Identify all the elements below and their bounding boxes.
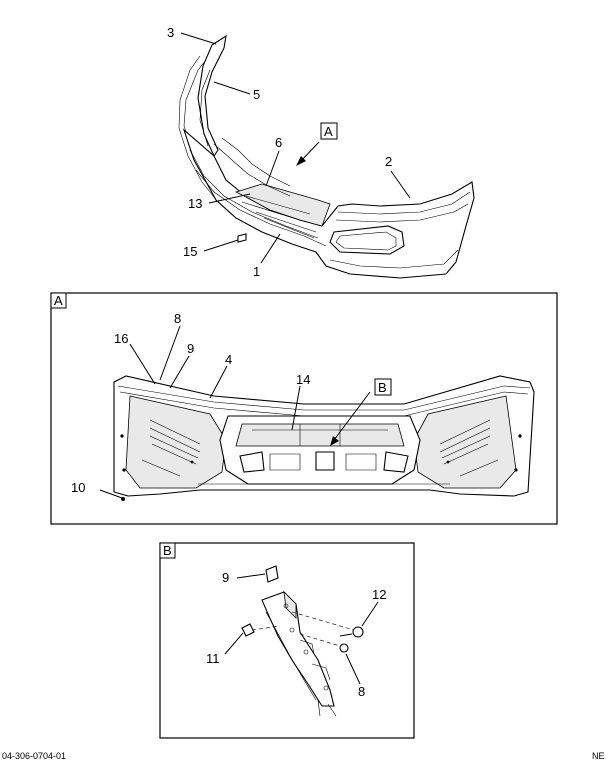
drawing-number: 04-306-0704-01: [2, 751, 66, 761]
callout-10: 10: [71, 480, 85, 495]
detail-b-tag: [159, 542, 176, 559]
callout-6: 6: [275, 135, 282, 150]
view-b-tag: [374, 378, 392, 396]
detail-a-leaders: [99, 325, 371, 499]
callout-8-a: 8: [174, 311, 181, 326]
callout-9-a: 9: [187, 341, 194, 356]
detail-a-tag-label: A: [54, 293, 63, 308]
bumper-assembly: [178, 34, 475, 279]
callout-2: 2: [385, 154, 392, 169]
view-a-tag-label: A: [324, 124, 333, 139]
callout-14: 14: [296, 372, 310, 387]
callout-1: 1: [253, 264, 260, 279]
view-a-tag: [320, 122, 338, 140]
bracket-assembly: [241, 565, 364, 717]
callout-16: 16: [114, 331, 128, 346]
top-leaders: [180, 32, 411, 264]
callout-4: 4: [225, 352, 232, 367]
callout-5: 5: [253, 87, 260, 102]
detail-b-frame: [159, 542, 415, 739]
callout-9-b: 9: [222, 570, 229, 585]
detail-a-tag: [50, 292, 67, 309]
view-b-tag-label: B: [378, 380, 387, 395]
detail-b-leaders: [224, 573, 379, 685]
detail-b-tag-label: B: [163, 543, 172, 558]
drawing-code: NE: [592, 751, 605, 761]
callout-8-b: 8: [358, 684, 365, 699]
bumper-rear-view: [113, 375, 535, 501]
callout-13: 13: [188, 196, 202, 211]
callout-3: 3: [167, 25, 174, 40]
callout-12: 12: [372, 587, 386, 602]
callout-15: 15: [183, 244, 197, 259]
callout-11: 11: [206, 651, 220, 666]
detail-a-frame: [50, 292, 558, 525]
